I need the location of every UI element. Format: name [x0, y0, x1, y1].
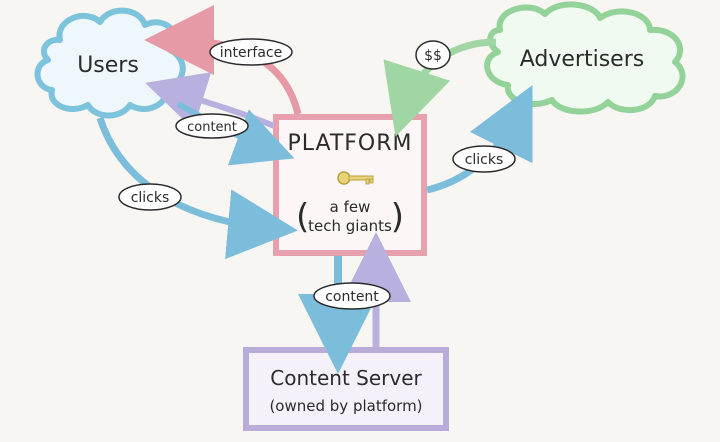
svg-text:content: content — [325, 289, 379, 305]
interface-label: interface — [209, 38, 293, 66]
content-server-label: content — [313, 282, 391, 310]
svg-text:$$: $$ — [424, 48, 442, 64]
key-icon — [337, 171, 374, 185]
platform-title: PLATFORM — [287, 131, 412, 156]
content-users-label: content — [175, 113, 249, 139]
users-cloud: Users — [34, 7, 186, 119]
paren-left: ( — [296, 197, 309, 237]
content-server-subtitle: (owned by platform) — [269, 397, 422, 415]
svg-text:clicks: clicks — [131, 190, 170, 206]
platform-subtitle-line1: a few — [330, 198, 371, 216]
platform-box: PLATFORM ( ) a few tech giants — [273, 114, 427, 256]
svg-text:clicks: clicks — [465, 152, 504, 168]
paren-right: ) — [391, 197, 404, 237]
users-label: Users — [77, 53, 139, 78]
clicks-advertisers-label: clicks — [452, 145, 516, 173]
svg-text:interface: interface — [220, 45, 282, 61]
content-server-box: Content Server (owned by platform) — [243, 347, 449, 431]
svg-text:content: content — [187, 120, 237, 135]
clicks-users-label: clicks — [118, 183, 182, 211]
money-label: $$ — [415, 40, 451, 70]
advertisers-label: Advertisers — [520, 47, 644, 72]
content-server-title: Content Server — [270, 366, 422, 390]
platform-subtitle-line2: tech giants — [308, 217, 392, 235]
advertisers-cloud: Advertisers — [484, 1, 686, 115]
